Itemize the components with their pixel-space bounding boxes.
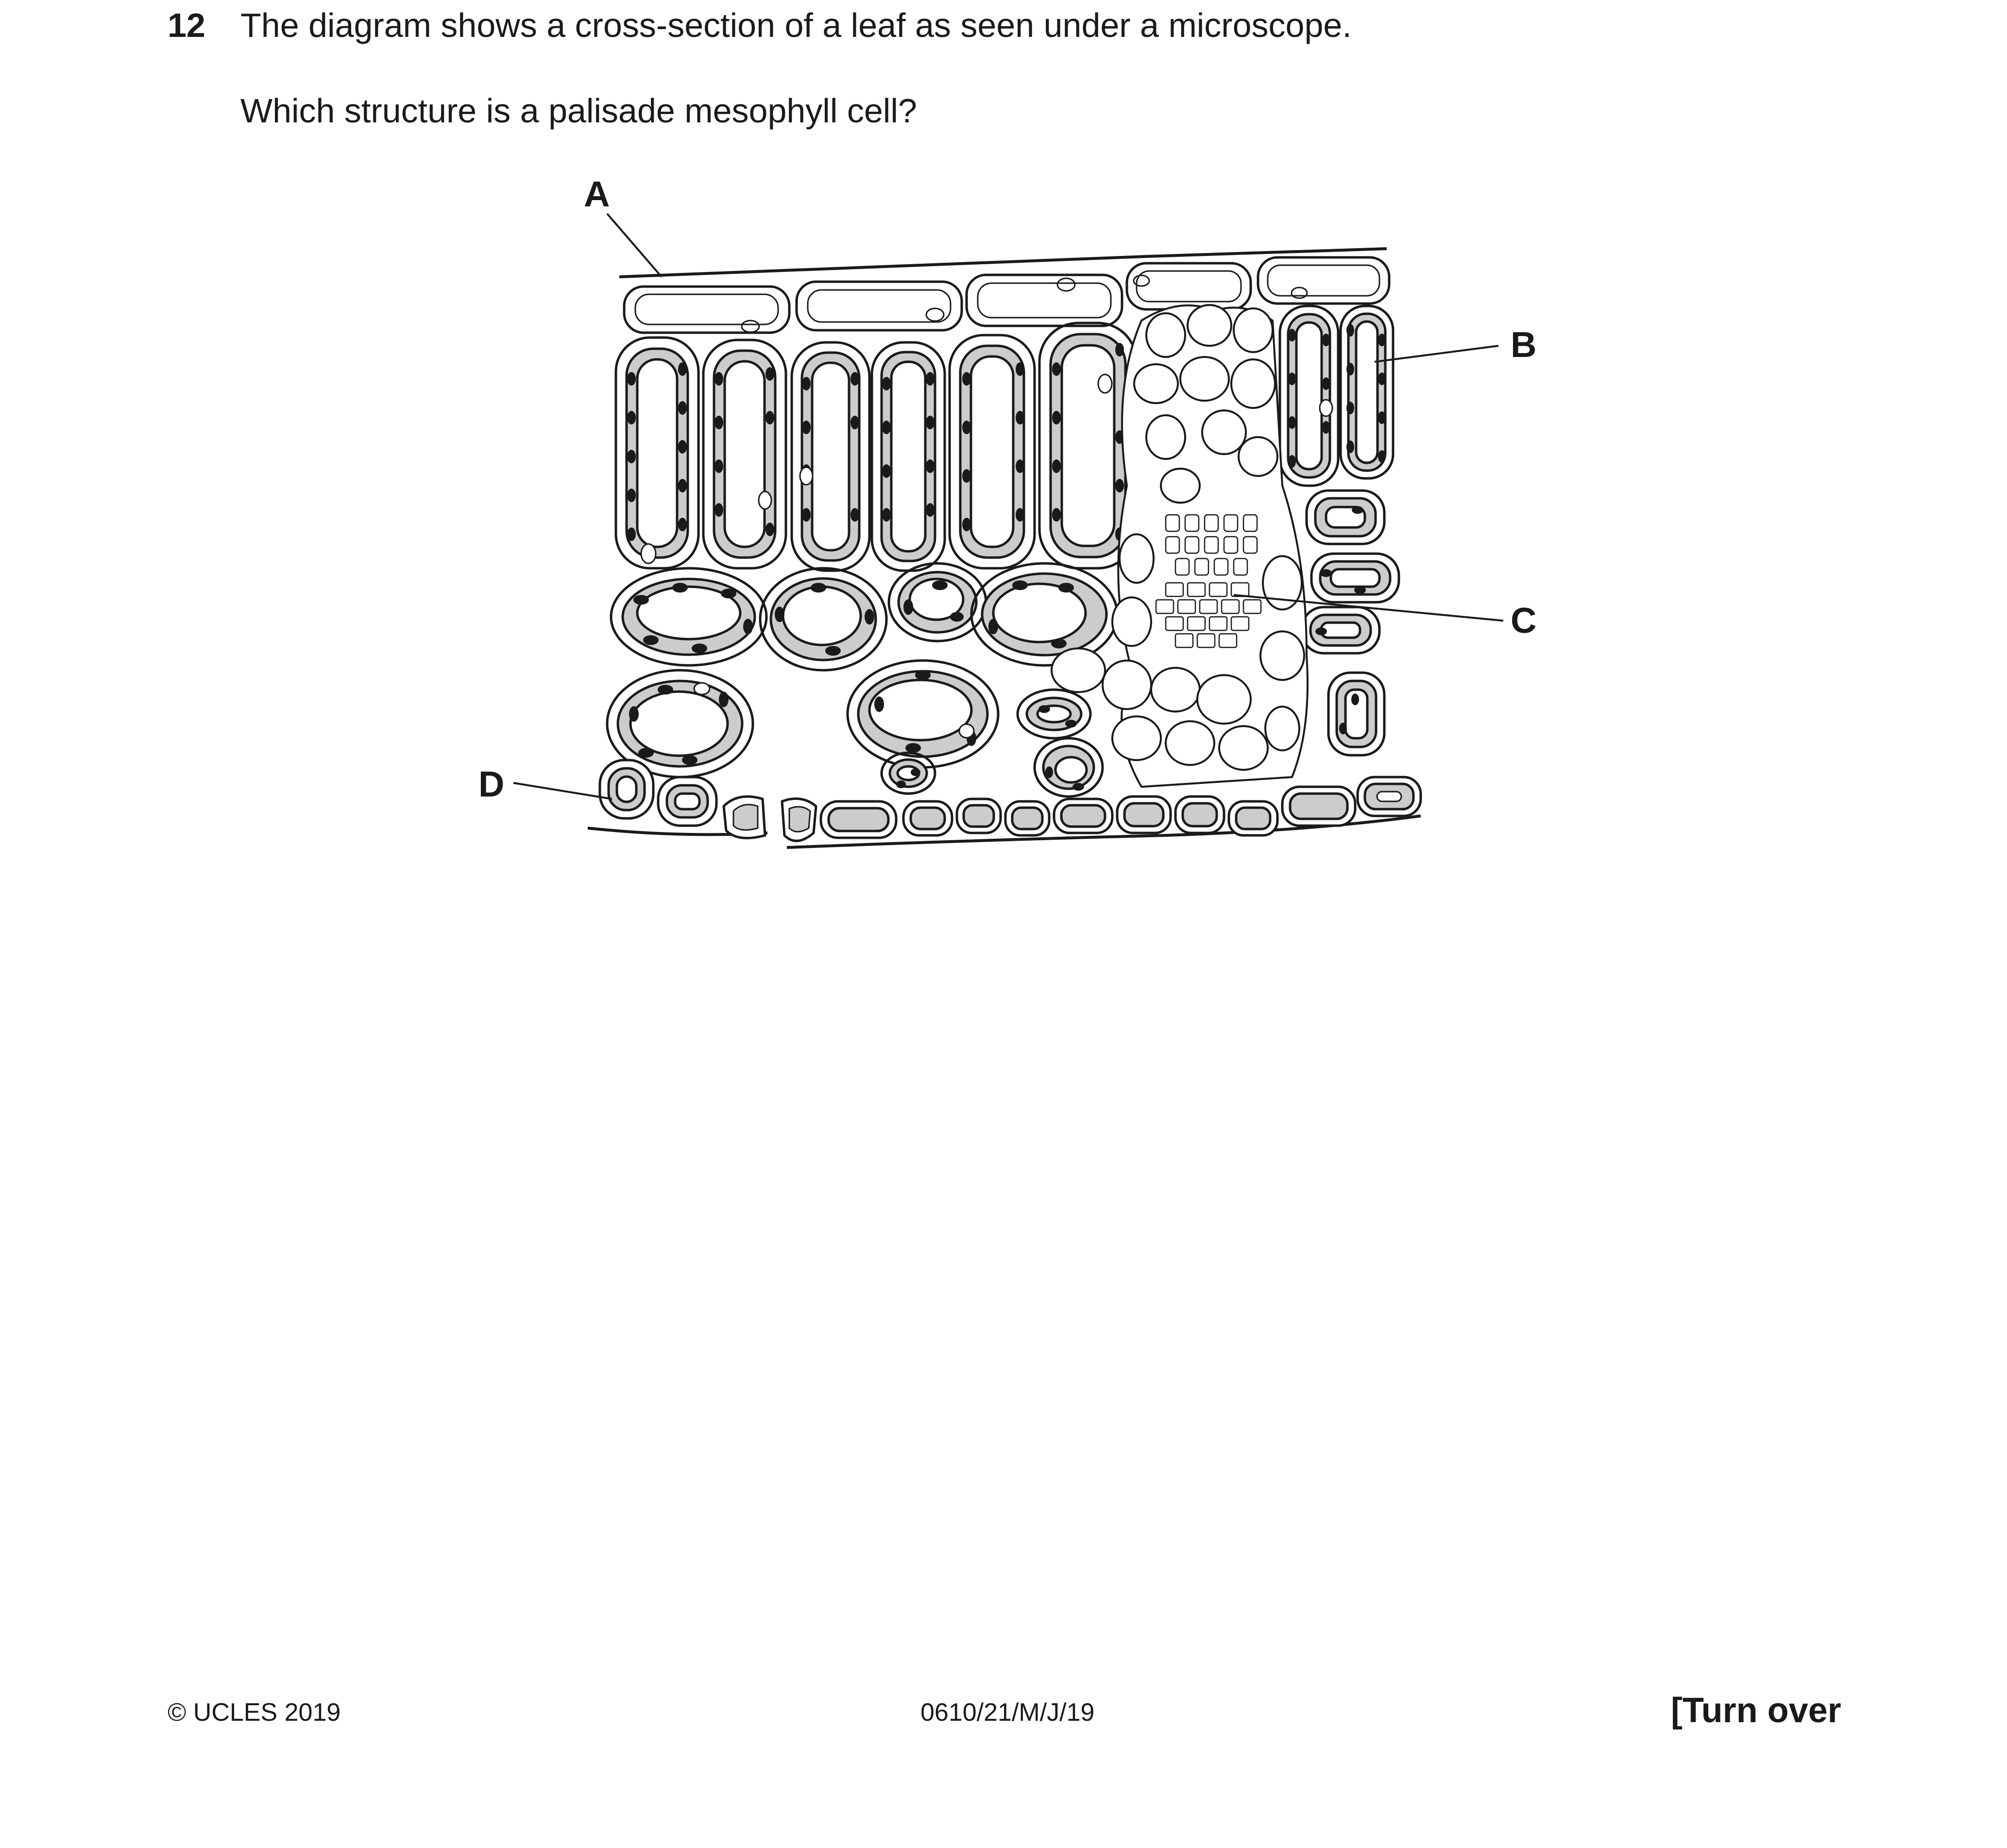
paper-code: 0610/21/M/J/19 — [920, 1697, 1094, 1728]
copyright-notice: © UCLES 2019 — [168, 1697, 340, 1728]
label-d: D — [478, 764, 504, 804]
upper-epidermis — [619, 249, 1389, 333]
label-c: C — [1511, 600, 1536, 641]
leader-line-a — [607, 214, 662, 277]
label-b: B — [1511, 324, 1536, 365]
turn-over-notice: [Turn over — [1671, 1690, 1841, 1731]
label-a: A — [584, 174, 610, 214]
lower-epidermis — [588, 760, 1421, 848]
leader-line-d — [513, 783, 612, 799]
